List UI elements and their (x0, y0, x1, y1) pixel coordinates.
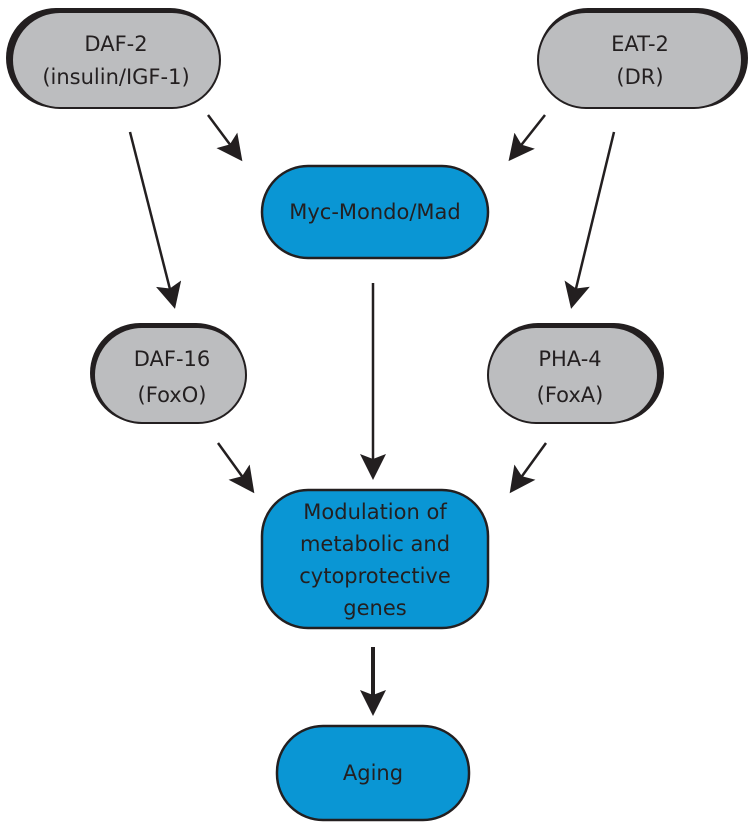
arrow-eat2-to-pha4 (564, 131, 616, 309)
eat2-label-line1: EAT-2 (611, 32, 669, 56)
arrow-daf16-to-modulation (216, 442, 255, 494)
myc-label: Myc-Mondo/Mad (289, 200, 461, 224)
modulation-label-line2: metabolic and (300, 532, 450, 556)
pha4-label-line2: (FoxA) (537, 383, 604, 407)
aging-label: Aging (343, 761, 403, 785)
node-daf2: DAF-2 (insulin/IGF-1) (6, 8, 221, 109)
modulation-label-line3: cytoprotective (299, 564, 451, 588)
arrow-daf2-to-daf16 (128, 131, 182, 309)
node-myc: Myc-Mondo/Mad (260, 164, 490, 260)
node-daf16: DAF-16 (FoxO) (90, 323, 247, 424)
node-modulation: Modulation of metabolic and cytoprotecti… (260, 488, 490, 630)
modulation-label-line1: Modulation of (303, 500, 447, 524)
node-eat2: EAT-2 (DR) (537, 8, 748, 109)
daf16-label-line2: (FoxO) (138, 383, 207, 407)
pha4-label-line1: PHA-4 (538, 347, 601, 371)
daf2-label-line2: (insulin/IGF-1) (42, 65, 189, 89)
modulation-label-line4: genes (343, 596, 406, 620)
arrow-eat2-to-myc (508, 114, 546, 162)
arrow-daf2-to-myc (206, 114, 243, 162)
node-pha4: PHA-4 (FoxA) (487, 323, 664, 424)
eat2-label-line2: (DR) (616, 65, 663, 89)
daf16-label-line1: DAF-16 (134, 347, 211, 371)
daf2-label-line1: DAF-2 (84, 32, 147, 56)
arrow-pha4-to-modulation (509, 442, 548, 494)
node-aging: Aging (275, 724, 471, 822)
